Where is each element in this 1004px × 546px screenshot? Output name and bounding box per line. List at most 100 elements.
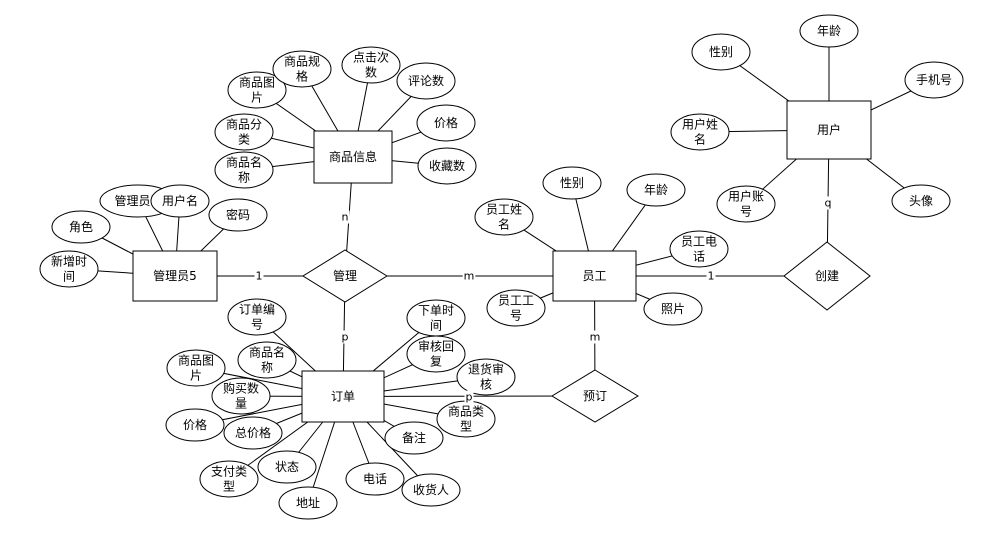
relationship-label: 创建 bbox=[815, 269, 839, 283]
attribute-label: 号 bbox=[510, 309, 522, 323]
attribute-label: 新增时 bbox=[51, 254, 87, 269]
attribute-o-remark: 备注 bbox=[384, 421, 444, 455]
cardinality-label-bg bbox=[254, 269, 264, 283]
attribute-u-age: 年龄 bbox=[799, 14, 859, 48]
attribute-label: 商品名 bbox=[249, 345, 285, 360]
relationship-create: 创建 bbox=[783, 241, 871, 311]
attribute-s-age: 年龄 bbox=[626, 173, 686, 207]
attribute-label: 点击次 bbox=[353, 51, 389, 65]
attribute-s-photo: 照片 bbox=[643, 292, 703, 326]
attribute-o-status: 状态 bbox=[257, 450, 317, 484]
attribute-label: 评论数 bbox=[408, 73, 444, 88]
entity-box bbox=[786, 100, 872, 160]
attribute-label: 总价格 bbox=[235, 425, 271, 440]
attribute-g-price: 价格 bbox=[416, 104, 476, 142]
attribute-o-tel: 电话 bbox=[345, 462, 405, 496]
attribute-label: 片 bbox=[190, 369, 202, 383]
attribute-label: 头像 bbox=[909, 194, 933, 208]
attribute-ellipse bbox=[626, 173, 686, 207]
attribute-ellipse bbox=[716, 185, 776, 223]
attribute-o-addr: 地址 bbox=[278, 486, 338, 520]
relationship-manage: 管理 bbox=[302, 249, 388, 303]
attribute-ellipse bbox=[214, 151, 274, 189]
attribute-a-user: 用户名 bbox=[150, 184, 210, 218]
cardinality-label-bg bbox=[588, 330, 602, 344]
entity-label: 员工 bbox=[582, 269, 606, 283]
entity-order: 订单 bbox=[301, 370, 385, 423]
attribute-ellipse bbox=[384, 421, 444, 455]
entity-goods: 商品信息 bbox=[313, 130, 393, 184]
cardinality-label: m bbox=[464, 270, 475, 283]
attribute-label: 类 bbox=[238, 133, 250, 147]
attribute-label: 格 bbox=[296, 69, 308, 84]
entity-box bbox=[301, 370, 385, 423]
attribute-label: 用户名 bbox=[162, 193, 198, 208]
attribute-label: 复 bbox=[430, 355, 442, 369]
attribute-ellipse bbox=[691, 33, 751, 71]
attribute-ellipse bbox=[486, 289, 546, 327]
attribute-ellipse bbox=[208, 198, 268, 232]
attribute-label: 商品分 bbox=[226, 117, 262, 132]
attribute-ellipse bbox=[51, 210, 111, 244]
attribute-ellipse bbox=[396, 62, 456, 100]
entity-label: 订单 bbox=[331, 390, 355, 404]
attribute-label: 电话 bbox=[363, 472, 387, 486]
attribute-label: 号 bbox=[251, 318, 263, 332]
cardinality-label: q bbox=[825, 197, 832, 210]
attribute-label: 收藏数 bbox=[429, 158, 465, 173]
attribute-ellipse bbox=[165, 408, 225, 442]
attribute-label: 订单编 bbox=[239, 302, 275, 317]
attribute-o-recv: 收货人 bbox=[401, 473, 461, 507]
attribute-label: 员工工 bbox=[498, 294, 534, 308]
attribute-ellipse bbox=[223, 416, 283, 450]
attribute-label: 年龄 bbox=[644, 183, 668, 197]
attribute-label: 状态 bbox=[275, 460, 299, 474]
attribute-ellipse bbox=[227, 298, 287, 336]
cardinality-label: p bbox=[466, 391, 473, 404]
attribute-label: 片 bbox=[251, 91, 263, 105]
attribute-u-phone: 手机号 bbox=[904, 61, 964, 99]
entity-box bbox=[552, 250, 637, 302]
attribute-ellipse bbox=[416, 104, 476, 142]
attribute-label: 商品名 bbox=[226, 155, 262, 170]
attribute-label: 支付类 bbox=[211, 465, 247, 479]
entity-label: 用户 bbox=[817, 122, 841, 137]
attribute-ellipse bbox=[199, 460, 259, 498]
attribute-label: 手机号 bbox=[916, 73, 952, 87]
attribute-ellipse bbox=[904, 61, 964, 99]
attribute-u-avatar: 头像 bbox=[891, 184, 951, 218]
relationship-diamond bbox=[302, 249, 388, 303]
attribute-label: 称 bbox=[261, 361, 273, 375]
attribute-label: 备注 bbox=[402, 430, 426, 445]
attribute-label: 员工电 bbox=[681, 235, 717, 249]
cardinality-label: 1 bbox=[708, 270, 715, 283]
attribute-label: 角色 bbox=[69, 220, 93, 234]
attribute-o-price: 价格 bbox=[165, 408, 225, 442]
relationship-diamond bbox=[783, 241, 871, 311]
cardinality-label: 1 bbox=[256, 270, 263, 283]
entity-label: 管理员5 bbox=[153, 268, 197, 283]
attribute-label: 间 bbox=[63, 270, 75, 284]
attribute-ellipse bbox=[345, 462, 405, 496]
attribute-label: 地址 bbox=[296, 496, 320, 510]
attribute-ellipse bbox=[643, 292, 703, 326]
attribute-ellipse bbox=[227, 71, 287, 109]
attribute-ellipse bbox=[341, 46, 401, 84]
attribute-label: 名 bbox=[694, 132, 706, 147]
attribute-label: 商品图 bbox=[239, 75, 275, 90]
attribute-ellipse bbox=[401, 473, 461, 507]
relationship-label: 管理 bbox=[333, 268, 357, 283]
